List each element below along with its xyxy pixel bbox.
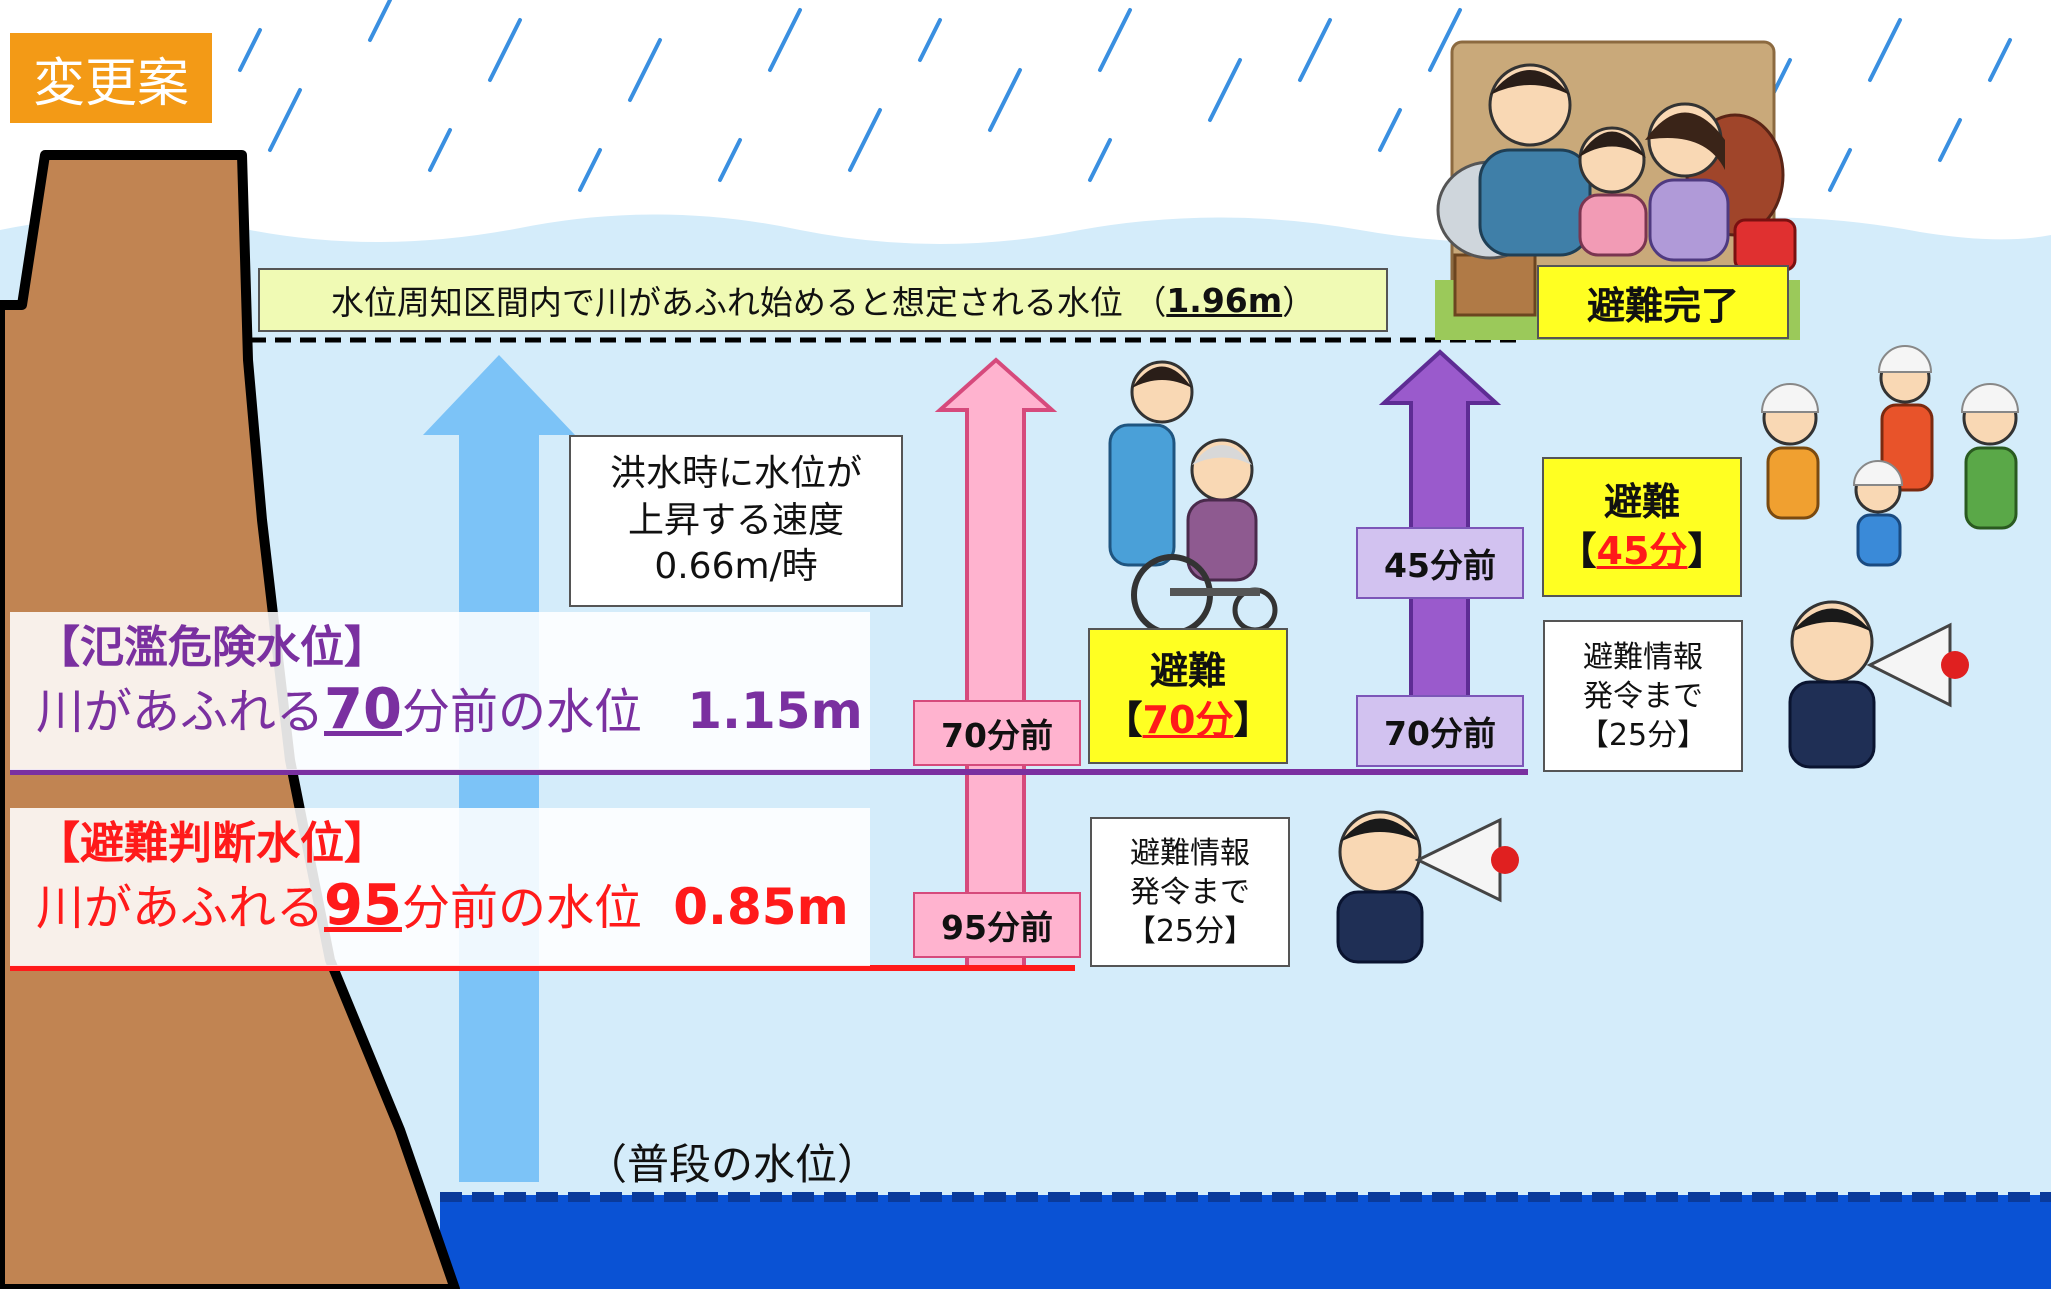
rise-arrow-pink <box>934 357 1058 970</box>
evac-info-box-2: 避難情報 発令まで 【25分】 <box>1090 817 1290 967</box>
judgement-prefix: 川があふれる <box>36 879 325 936</box>
evac-info-box-1: 避難情報 発令まで 【25分】 <box>1543 620 1743 772</box>
evac-45-time: 【45分】 <box>1559 527 1726 576</box>
wheelchair-caregiver-illustration <box>1108 360 1278 636</box>
danger-suffix: 分前の水位 <box>401 683 642 740</box>
danger-bracket-close: 】 <box>344 622 388 673</box>
flood-level-value: 1.96m <box>1166 280 1283 320</box>
danger-bracket-open: 【 <box>36 622 80 673</box>
info2-line2: 発令まで <box>1130 874 1250 910</box>
judgement-value: 0.85m <box>673 877 849 936</box>
evac-45-title: 避難 <box>1603 479 1680 524</box>
evac-70-bracket-open: 【 <box>1104 698 1143 742</box>
judgement-suffix: 分前の水位 <box>401 879 642 936</box>
evac-70-minutes: 70分 <box>1142 698 1234 742</box>
judgement-level-title: 【避難判断水位】 <box>36 818 870 871</box>
judgement-level-desc: 川があふれる95分前の水位 0.85m <box>36 871 870 941</box>
evac-70-time: 【70分】 <box>1105 696 1272 745</box>
purple-label-70: 70分前 <box>1356 695 1524 767</box>
evacuation-45-box: 避難 【45分】 <box>1542 457 1742 597</box>
info1-line3: 【25分】 <box>1578 717 1708 753</box>
pink-label-70: 70分前 <box>913 700 1081 766</box>
danger-level-name: 氾濫危険水位 <box>80 622 344 673</box>
evacuation-70-box: 避難 【70分】 <box>1088 628 1288 764</box>
rise-speed-line2: 上昇する速度 <box>627 499 844 541</box>
evacuating-group-illustration <box>1760 345 2020 567</box>
rise-speed-line1: 洪水時に水位が <box>609 452 862 494</box>
info1-line1: 避難情報 <box>1583 639 1703 675</box>
danger-level-title: 【氾濫危険水位】 <box>36 622 870 675</box>
evac-45-minutes: 45分 <box>1596 529 1688 573</box>
judgement-bracket-close: 】 <box>344 818 388 869</box>
danger-level-banner: 【氾濫危険水位】 川があふれる70分前の水位 1.15m <box>10 612 870 770</box>
danger-prefix: 川があふれる <box>36 683 325 740</box>
rain <box>238 0 2012 192</box>
flood-level-text: 水位周知区間内で川があふれ始めると想定される水位 <box>330 283 1123 322</box>
flood-level-paren-open: （ <box>1122 283 1167 322</box>
normal-water-body <box>440 1195 2051 1289</box>
purple-label-45: 45分前 <box>1356 527 1524 599</box>
danger-value: 1.15m <box>687 681 863 740</box>
evac-45-bracket-close: 】 <box>1687 529 1726 573</box>
info2-line3: 【25分】 <box>1125 913 1255 949</box>
judgement-bracket-open: 【 <box>36 818 80 869</box>
danger-minutes: 70 <box>324 676 402 742</box>
judgement-level-name: 避難判断水位 <box>80 818 344 869</box>
rise-speed-box: 洪水時に水位が 上昇する速度 0.66m/時 <box>569 435 903 607</box>
flood-level-label: 水位周知区間内で川があふれ始めると想定される水位 （ 1.96m ） <box>258 268 1388 332</box>
megaphone-official-illustration-2 <box>1336 810 1519 964</box>
evac-70-bracket-close: 】 <box>1233 698 1272 742</box>
judgement-minutes: 95 <box>324 872 402 938</box>
normal-level-label: （普段の水位） <box>585 1139 880 1189</box>
evac-70-title: 避難 <box>1149 648 1226 693</box>
evacuation-complete-label: 避難完了 <box>1537 265 1789 339</box>
megaphone-official-illustration-1 <box>1788 600 1969 769</box>
info1-line2: 発令まで <box>1583 678 1703 714</box>
rise-speed-value: 0.66m/時 <box>654 546 818 588</box>
info2-line1: 避難情報 <box>1130 835 1250 871</box>
pink-label-95: 95分前 <box>913 892 1081 958</box>
judgement-level-banner: 【避難判断水位】 川があふれる95分前の水位 0.85m <box>10 808 870 966</box>
proposal-tag: 変更案 <box>10 33 212 123</box>
evac-45-bracket-open: 【 <box>1558 529 1597 573</box>
danger-level-desc: 川があふれる70分前の水位 1.15m <box>36 675 870 745</box>
flood-level-paren-close: ） <box>1282 283 1316 322</box>
